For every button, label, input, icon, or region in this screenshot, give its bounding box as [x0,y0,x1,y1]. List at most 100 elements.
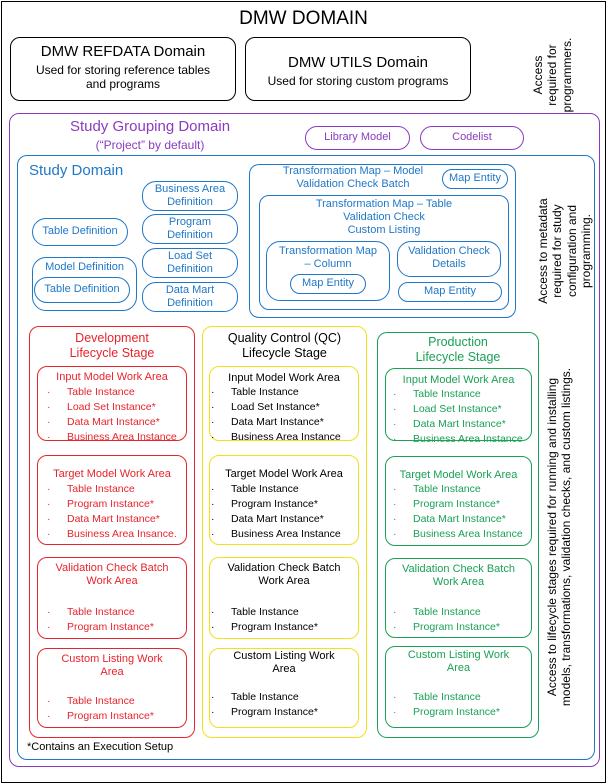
prod-vcb-list: Table Instance Program Instance* [387,605,500,635]
list-item: Data Mart Instance* [387,512,523,527]
model-definition-box [32,257,137,311]
qc-vcb-list: Table Instance Program Instance* [205,605,318,635]
dev-validation-check-batch-work-area [37,557,187,639]
dev-custom-listing-work-area [37,648,187,728]
dev-cl-list: Table Instance Program Instance* [41,694,154,724]
table-definition-label: Table Definition [42,225,118,237]
development-stage [29,326,195,738]
list-item: Table Instance [205,482,341,497]
prod-cl-title: Custom Listing Work Area [407,649,510,675]
list-item: Program Instance* [387,497,523,512]
list-item: Business Area Instance [41,430,177,445]
library-model-box [305,126,410,150]
list-item: Load Set Instance* [387,402,523,417]
transformation-map-table-label: Transformation Map – Table Validation Ch… [315,198,453,237]
list-item: Table Instance [387,605,500,620]
transformation-map-table-box [259,195,509,310]
program-definition-label: Program Definition [167,216,213,242]
study-domain-title: Study Domain [29,162,124,179]
transformation-map-model-label: Transformation Map – Model Validation Ch… [282,165,424,191]
study-grouping-domain [9,113,600,767]
execution-setup-footnote: *Contains an Execution Setup [27,741,174,753]
refdata-domain-title: DMW REFDATA Domain [40,43,206,60]
dmw-domain-title: DMW DOMAIN [239,8,368,29]
utils-domain-title: DMW UTILS Domain [287,54,429,71]
qc-target-title: Target Model Work Area [225,468,343,480]
list-item: Table Instance [41,694,154,709]
production-stage [377,332,539,738]
list-item: Table Instance [41,605,154,620]
dev-cl-title: Custom Listing Work Area [61,653,163,679]
dev-target-model-work-area [37,455,187,545]
list-item: Table Instance [41,385,177,400]
qc-input-title: Input Model Work Area [228,372,340,384]
production-stage-title: Production Lifecycle Stage [415,335,501,364]
qc-vcb-title: Validation Check Batch Work Area [227,562,341,588]
prod-input-title: Input Model Work Area [402,374,515,386]
model-table-definition-label: Table Definition [44,283,120,295]
qc-cl-title: Custom Listing Work Area [233,650,335,676]
list-item: Program Instance* [205,497,341,512]
business-area-definition-box [142,181,238,211]
list-item: Table Instance [205,605,318,620]
list-item: Business Area Instance [205,430,341,445]
list-item: Program Instance* [205,705,318,720]
study-grouping-subtitle: (“Project” by default) [95,138,205,152]
model-table-definition-box [34,277,130,303]
utils-domain-desc: Used for storing custom programs [267,74,449,88]
dev-input-title: Input Model Work Area [56,371,168,383]
validation-check-details-label: Validation Check Details [408,245,490,271]
map-entity-column-label: Map Entity [302,277,354,289]
map-entity-top-box [442,169,508,189]
list-item: Business Area Insance. [41,527,177,542]
table-definition-box [32,218,128,246]
dev-input-list: Table Instance Load Set Instance* Data M… [41,385,177,445]
codelist-box [420,126,524,150]
map-entity-details-label: Map Entity [424,285,476,297]
transformation-map-column-box [266,241,390,301]
list-item: Data Mart Instance* [387,417,523,432]
qc-custom-listing-work-area [209,648,359,728]
business-area-definition-label: Business Area Definition [154,183,226,209]
transformation-map-column-label: Transformation Map – Column [278,245,378,271]
dev-target-list: Table Instance Program Instance* Data Ma… [41,482,177,542]
prod-custom-listing-work-area [385,646,532,728]
list-item: Program Instance* [41,620,154,635]
data-mart-definition-box [142,282,238,312]
validation-check-details-box [397,241,501,277]
development-stage-title: Development Lifecycle Stage [69,331,155,360]
load-set-definition-box [142,248,238,278]
map-entity-column-box [290,274,366,294]
map-entity-top-label: Map Entity [449,172,501,184]
prod-vcb-title: Validation Check Batch Work Area [402,563,515,589]
library-model-label: Library Model [324,131,391,143]
qc-target-list: Table Instance Program Instance* Data Ma… [205,482,341,542]
prod-validation-check-batch-work-area [385,558,532,638]
map-entity-details-box [398,282,502,302]
list-item: Business Area Instance [387,432,523,447]
load-set-definition-label: Load Set Definition [167,250,213,276]
list-item: Load Set Instance* [41,400,177,415]
refdata-domain-desc: Used for storing reference tables and pr… [35,63,211,92]
refdata-domain [10,37,236,101]
prod-cl-list: Table Instance Program Instance* [387,690,500,720]
dev-vcb-title: Validation Check Batch Work Area [55,562,169,588]
list-item: Data Mart Instance* [205,512,341,527]
qc-input-list: Table Instance Load Set Instance* Data M… [205,385,341,445]
study-domain [17,155,595,760]
qc-cl-list: Table Instance Program Instance* [205,690,318,720]
transformation-map-model-box [249,164,516,318]
list-item: Data Mart Instance* [205,415,341,430]
list-item: Program Instance* [41,709,154,724]
list-item: Table Instance [205,385,341,400]
list-item: Table Instance [387,690,500,705]
model-definition-label: Model Definition [45,261,124,273]
access-metadata-note: Access to metadata required for study co… [536,198,594,304]
list-item: Table Instance [387,482,523,497]
prod-target-list: Table Instance Program Instance* Data Ma… [387,482,523,542]
dev-vcb-list: Table Instance Program Instance* [41,605,154,635]
data-mart-definition-label: Data Mart Definition [165,284,215,310]
prod-target-model-work-area [385,456,532,546]
list-item: Program Instance* [205,620,318,635]
